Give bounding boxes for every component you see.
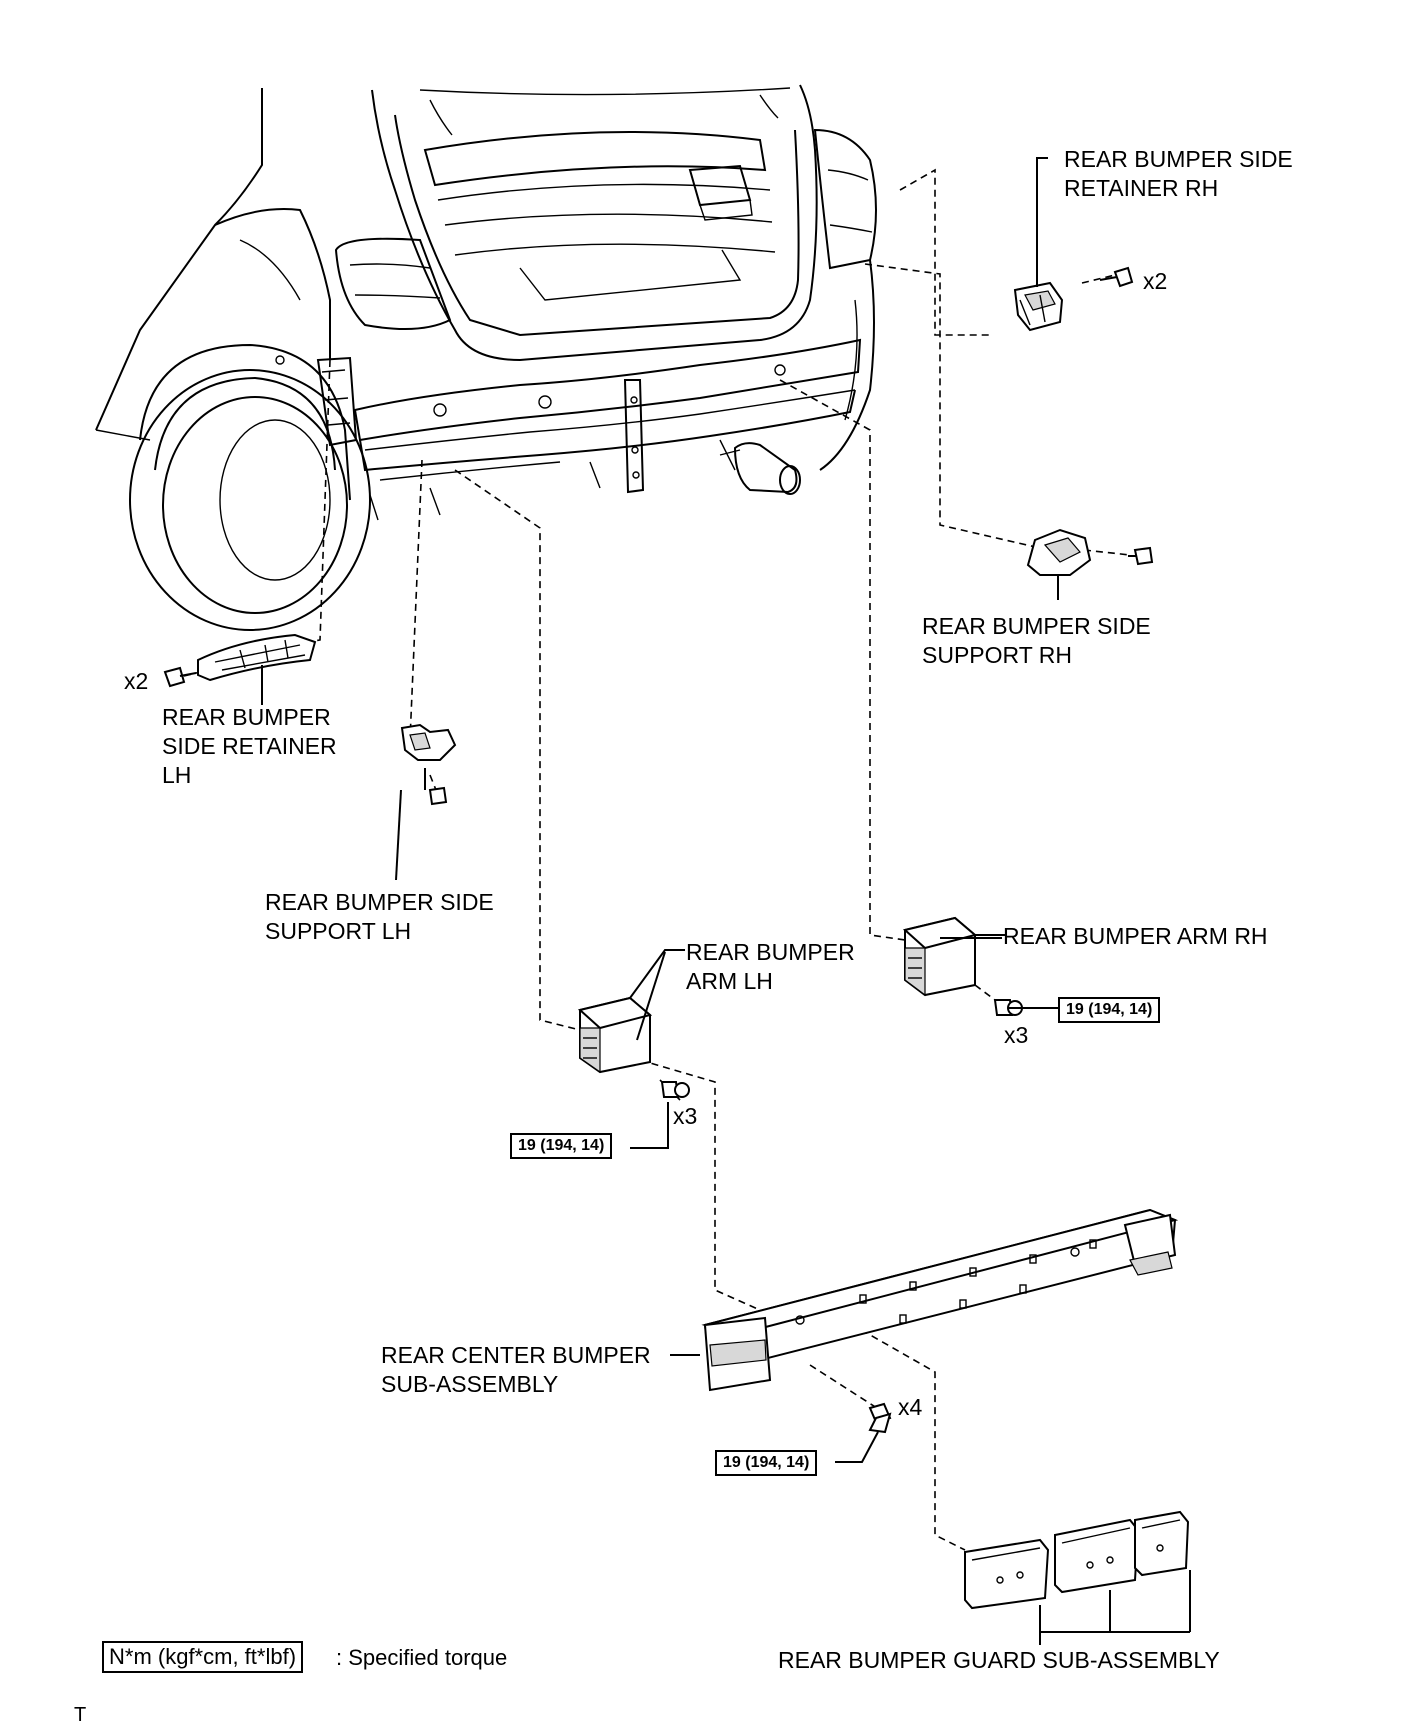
arm-rh-part	[902, 916, 1005, 997]
bolt-retainer-rh	[1099, 266, 1134, 288]
label-arm-lh: REAR BUMPER ARM LH	[686, 939, 855, 994]
label-side-support-lh: REAR BUMPER SIDE SUPPORT LH	[265, 889, 494, 944]
side-retainer-lh-part	[197, 633, 317, 705]
assembly-guide-lines	[183, 168, 1131, 1551]
torque-spec-arm-lh: 19 (194, 14)	[510, 1133, 613, 1159]
bolt-support-lh	[428, 786, 448, 806]
legend-torque-text: : Specified torque	[336, 1645, 508, 1670]
guard-part	[964, 1510, 1191, 1645]
side-support-lh-part	[395, 723, 457, 881]
footer-code: T	[74, 1704, 87, 1726]
label-arm-rh: REAR BUMPER ARM RH	[1003, 923, 1268, 949]
center-bumper-part	[670, 1208, 1179, 1392]
count-arm-rh: x3	[1004, 1022, 1029, 1048]
label-side-support-rh: REAR BUMPER SIDE SUPPORT RH	[922, 613, 1151, 668]
torque-spec-center: 19 (194, 14)	[715, 1450, 818, 1476]
bolt-center	[835, 1402, 892, 1463]
count-arm-lh: x3	[673, 1103, 698, 1129]
label-guard: REAR BUMPER GUARD SUB-ASSEMBLY	[778, 1647, 1220, 1673]
label-center-bumper: REAR CENTER BUMPER SUB-ASSEMBLY	[381, 1342, 651, 1397]
arm-lh-part	[577, 949, 685, 1074]
leader-arm-lh	[636, 951, 666, 1041]
bolt-support-rh	[1128, 546, 1154, 566]
bolt-arm-lh	[630, 1081, 690, 1149]
count-retainer-lh: x2	[124, 668, 149, 694]
label-side-retainer-rh: REAR BUMPER SIDE RETAINER RH	[1064, 146, 1293, 201]
side-retainer-rh-part	[1013, 157, 1064, 332]
count-retainer-rh: x2	[1143, 268, 1168, 294]
torque-spec-arm-rh: 19 (194, 14)	[1058, 997, 1161, 1023]
count-center: x4	[898, 1394, 923, 1420]
side-support-rh-part	[1026, 528, 1092, 600]
label-side-retainer-lh: REAR BUMPER SIDE RETAINER LH	[162, 704, 337, 788]
vehicle-rear-body	[95, 84, 877, 631]
bolt-retainer-lh	[163, 666, 197, 688]
legend-torque-box: N*m (kgf*cm, ft*lbf)	[102, 1641, 304, 1673]
